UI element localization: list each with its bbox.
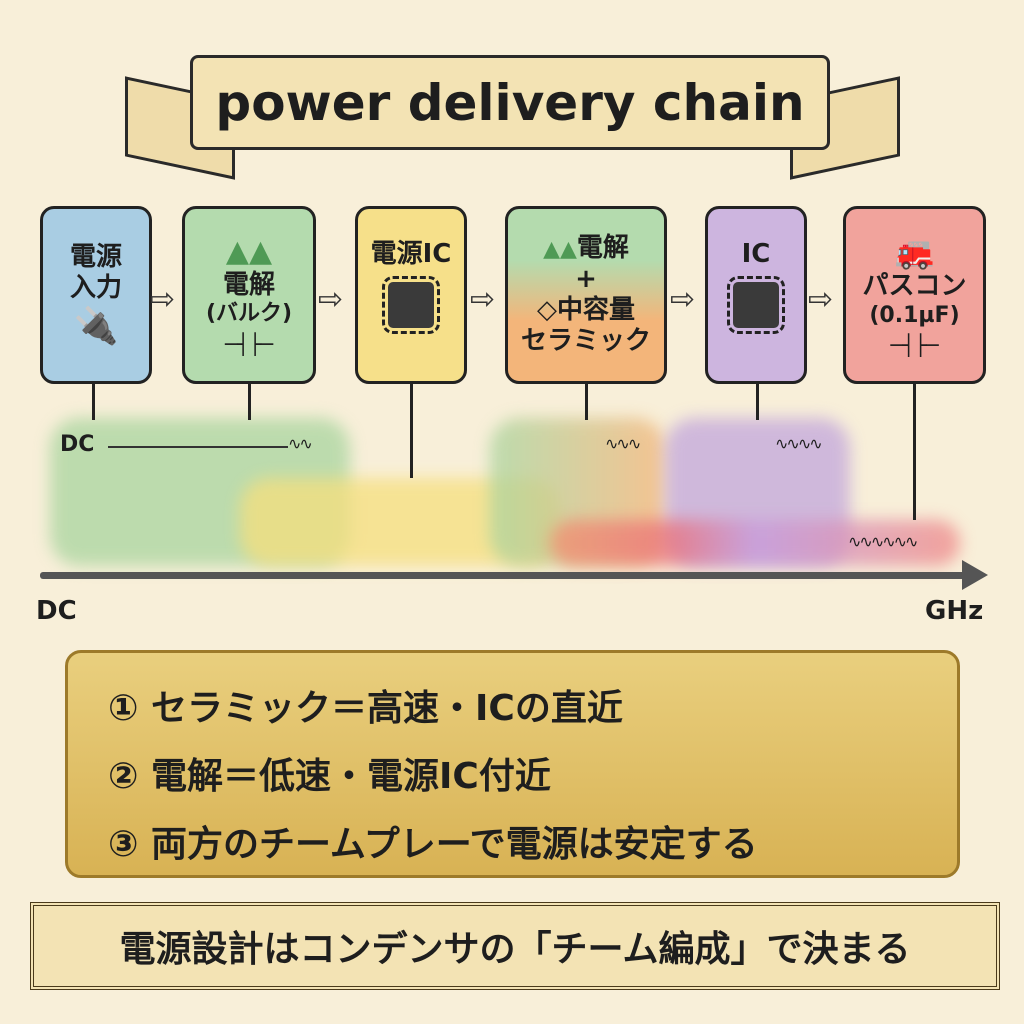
band-dc-label: DC <box>60 432 95 457</box>
arrow-icon: ⇨ <box>808 282 834 317</box>
wave-icon: ∿∿∿ <box>605 434 641 453</box>
block-sublabel: (バルク) <box>205 301 293 327</box>
capacitor-icon: ─┤├─ <box>890 332 939 357</box>
connector-line <box>585 384 588 420</box>
axis-start-label: DC <box>36 596 77 626</box>
block-label: 電源入力 <box>69 242 122 304</box>
block-power-input: 電源入力 🔌 <box>40 206 152 384</box>
axis-arrow-icon <box>962 560 988 590</box>
point-1: ① セラミック＝高速・ICの直近 <box>108 688 623 729</box>
block-label: 電解 <box>576 232 629 263</box>
mountain-icon: ▲▲ <box>543 236 577 262</box>
point-3: ③ 両方のチームプレーで電源は安定する <box>108 824 758 865</box>
block-electrolytic-ceramic: ▲▲電解 + ◇中容量 セラミック <box>505 206 667 384</box>
conclusion: 電源設計はコンデンサの「チーム編成」で決まる <box>119 929 911 970</box>
block-ic: IC <box>705 206 807 384</box>
capacitor-icon: ─┤├─ <box>224 331 274 356</box>
arrow-icon: ⇨ <box>470 282 496 317</box>
dc-line <box>108 446 288 448</box>
block-sublabel: セラミック <box>520 326 651 357</box>
conclusion-banner: 電源設計はコンデンサの「チーム編成」で決まる <box>30 902 1000 990</box>
block-label-row: ▲▲電解 <box>543 233 629 264</box>
connector-line <box>410 384 413 478</box>
connector-line <box>248 384 251 420</box>
axis-end-label: GHz <box>925 596 984 626</box>
chip-icon <box>382 276 440 335</box>
wave-icon: ∿∿ <box>288 434 313 453</box>
arrow-icon: ⇨ <box>670 282 696 317</box>
block-electrolytic-bulk: ▲▲ 電解 (バルク) ─┤├─ <box>182 206 316 384</box>
plus-sign: + <box>575 263 597 294</box>
block-label: 電源IC <box>370 239 452 269</box>
title: power delivery chain <box>215 73 805 132</box>
wave-icon: ∿∿∿∿ <box>775 434 823 453</box>
plug-icon: 🔌 <box>73 305 119 347</box>
arrow-icon: ⇨ <box>318 282 344 317</box>
wave-icon: ∿∿∿∿∿∿ <box>848 532 918 551</box>
block-label: 電解 <box>222 270 275 301</box>
mountain-icon: ▲▲ <box>225 234 273 270</box>
connector-line <box>913 384 916 520</box>
block-label: IC <box>741 239 771 269</box>
chip-icon <box>727 276 785 335</box>
point-2: ② 電解＝低速・電源IC付近 <box>108 756 551 797</box>
key-points-panel: ① セラミック＝高速・ICの直近 ② 電解＝低速・電源IC付近 ③ 両方のチーム… <box>65 650 960 878</box>
title-banner: power delivery chain <box>190 55 830 150</box>
connector-line <box>92 384 95 420</box>
fire-truck-icon: 🚒 <box>894 233 935 272</box>
block-sublabel: ◇中容量 <box>537 295 635 325</box>
band-bypass <box>550 520 960 566</box>
block-label: パスコン <box>862 271 967 302</box>
frequency-axis <box>40 572 970 579</box>
block-bypass-cap: 🚒 パスコン (0.1µF) ─┤├─ <box>843 206 986 384</box>
arrow-icon: ⇨ <box>150 282 176 317</box>
block-sublabel: (0.1µF) <box>869 302 960 328</box>
connector-line <box>756 384 759 420</box>
block-power-ic: 電源IC <box>355 206 467 384</box>
